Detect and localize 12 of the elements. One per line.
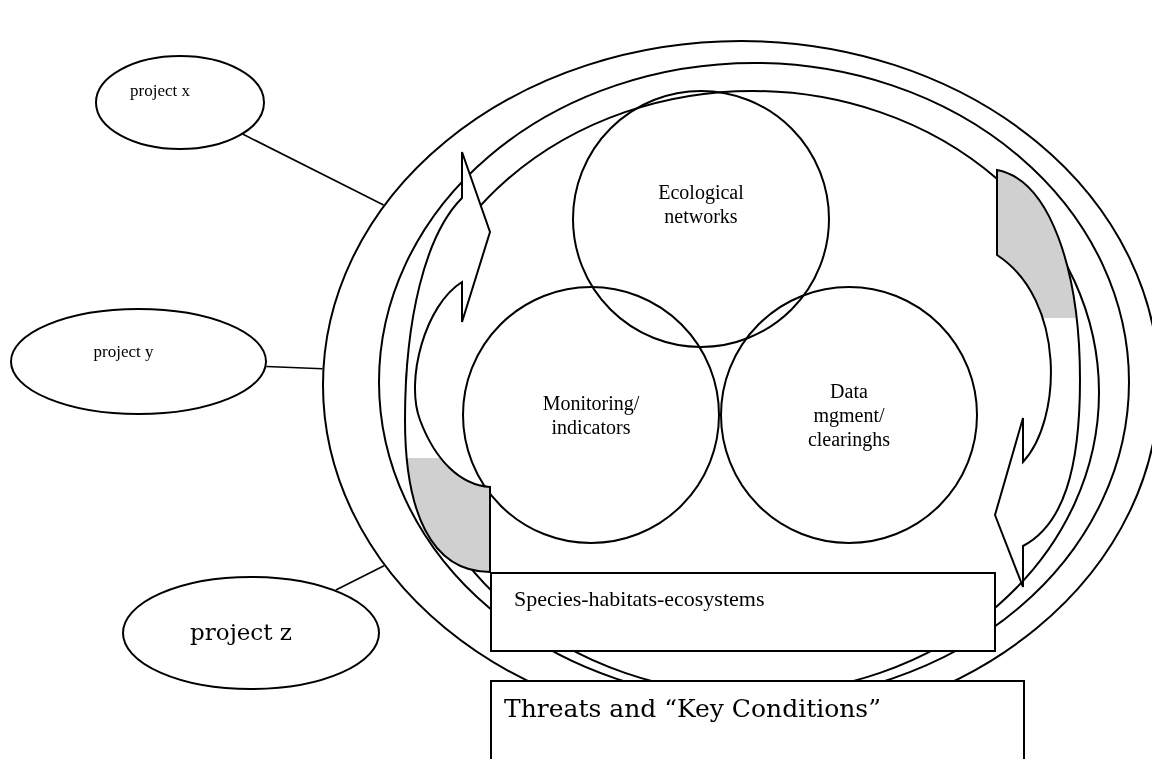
connector-line (335, 564, 385, 591)
node-label: project z (189, 619, 293, 647)
node-label: Ecological networks (657, 180, 745, 228)
node-label: Data mgment/ clearinghs (806, 379, 892, 451)
connector-line (242, 133, 385, 206)
connector-line (265, 365, 324, 370)
node-label: project y (92, 342, 155, 363)
node-label: project x (129, 81, 191, 102)
box-label: Species-habitats-ecosystems (513, 585, 765, 612)
text-box (490, 680, 1025, 759)
node-label: Monitoring/ indicators (541, 391, 641, 439)
box-label: Threats and “Key Conditions” (503, 693, 881, 723)
